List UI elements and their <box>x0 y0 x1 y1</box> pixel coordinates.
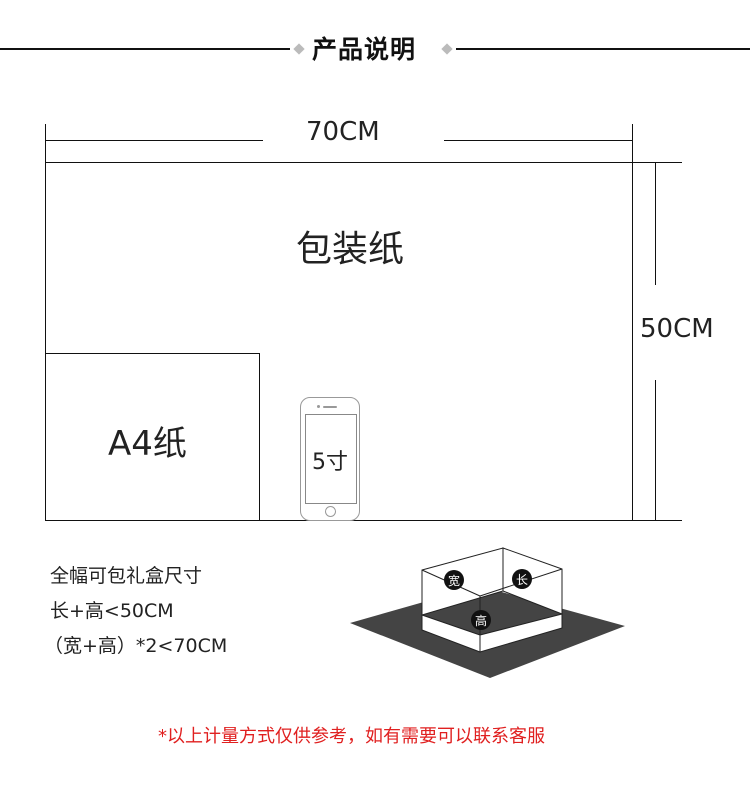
box-shadow-sheet <box>350 586 625 678</box>
height-label: 50CM <box>640 314 714 344</box>
a4-top-edge <box>45 353 260 354</box>
header-rule-left <box>0 48 290 50</box>
phone-size-label: 5寸 <box>312 450 348 475</box>
phone-speaker <box>323 406 337 408</box>
header-diamond-left <box>293 43 305 55</box>
header-rule-right <box>456 48 750 50</box>
box-width-badge <box>444 570 464 590</box>
box-length-label: 长 <box>516 573 528 587</box>
box-length-badge <box>512 569 532 589</box>
box-width-label: 宽 <box>448 573 460 588</box>
a4-right-edge <box>259 353 260 521</box>
box-height-label: 高 <box>475 613 487 628</box>
info-line-2: 长+高<50CM <box>50 600 174 622</box>
paper-top-edge <box>45 162 682 163</box>
width-dimension-line-left <box>45 140 263 141</box>
paper-bottom-edge <box>45 520 682 521</box>
wrapping-paper-label: 包装纸 <box>296 229 405 270</box>
height-dimension-line-top <box>655 162 656 285</box>
a4-paper-label: A4纸 <box>108 424 187 464</box>
width-tick-left <box>45 124 46 162</box>
paper-left-edge <box>45 162 46 521</box>
phone-screen <box>305 414 357 504</box>
paper-right-edge <box>632 162 633 521</box>
phone-camera <box>317 405 320 408</box>
header-diamond-right <box>441 43 453 55</box>
info-line-3: （宽+高）*2<70CM <box>44 635 228 657</box>
box-height-badge <box>471 610 491 630</box>
width-dimension-line-right <box>444 140 632 141</box>
width-tick-right <box>632 124 633 162</box>
disclaimer-note: *以上计量方式仅供参考，如有需要可以联系客服 <box>158 726 545 747</box>
phone-home-button <box>325 506 336 517</box>
width-label: 70CM <box>306 117 380 147</box>
page-title: 产品说明 <box>312 35 417 64</box>
info-line-1: 全幅可包礼盒尺寸 <box>50 565 203 587</box>
gift-box-illustration: 宽 长 高 <box>350 547 625 678</box>
phone-icon <box>300 397 360 521</box>
height-dimension-line-bottom <box>655 380 656 521</box>
